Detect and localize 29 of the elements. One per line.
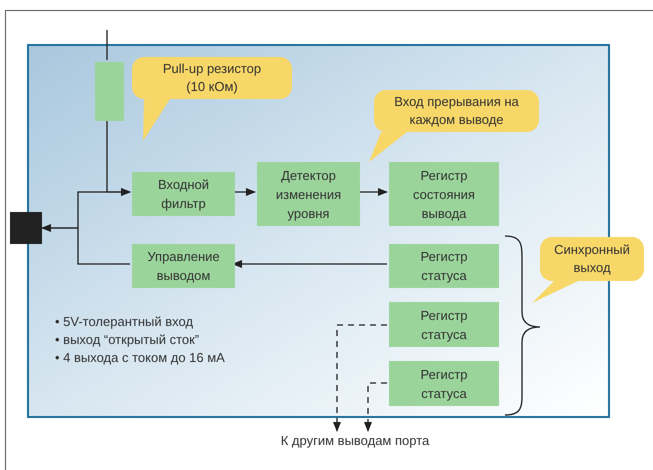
- process-box: [132, 172, 235, 216]
- node-label: Регистр статуса: [419, 306, 469, 344]
- arrow: [232, 260, 387, 268]
- register-box: [389, 162, 499, 226]
- resistor-symbol: [95, 62, 124, 121]
- node-label: К другим выводам порта: [280, 432, 430, 450]
- node-label: Вход прерывания на каждом выводе: [394, 93, 519, 129]
- process-box: [257, 162, 360, 226]
- node-label: Регистр статуса: [419, 248, 469, 285]
- node-label: Регистр статуса: [419, 366, 469, 402]
- register-box: [389, 244, 499, 288]
- node-label: Детектор изменения уровня: [276, 166, 342, 222]
- node-label: Управление выводом: [147, 248, 220, 285]
- node-label: Входной фильтр: [156, 176, 210, 213]
- node-label: Pull-up резистор (10 кОм): [162, 60, 262, 96]
- arrow: [364, 382, 387, 432]
- process-box: [132, 244, 235, 288]
- register-box: [389, 361, 499, 406]
- arrow: [233, 188, 256, 196]
- arrow: [41, 224, 130, 265]
- arrow: [333, 324, 387, 432]
- bullet-item: • 5V-толерантный вход: [55, 313, 194, 331]
- register-box: [389, 302, 499, 347]
- node-label: Регистр состояния вывода: [412, 166, 476, 222]
- arrow: [358, 188, 388, 196]
- node-label: Синхронный выход: [554, 241, 630, 277]
- pin-square: [10, 212, 42, 244]
- bullet-item: • 4 выхода с током до 16 мА: [55, 349, 225, 367]
- bullet-item: • выход “открытый сток”: [55, 331, 200, 349]
